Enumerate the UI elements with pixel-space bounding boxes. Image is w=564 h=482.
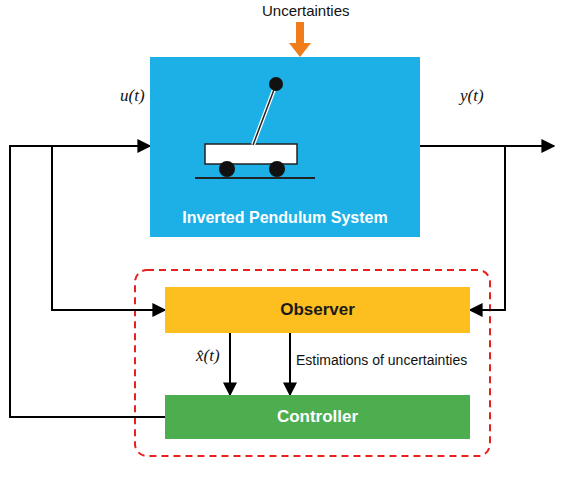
disturbance-label: Uncertainties — [262, 2, 350, 19]
controller-observer-group — [135, 270, 490, 456]
signal-arrow — [10, 146, 165, 417]
signal-name: u(t) — [120, 86, 145, 106]
signal-arrow — [289, 333, 291, 395]
signal-arrow — [420, 146, 505, 310]
plant-box: Inverted Pendulum System — [150, 57, 420, 237]
box-title: Observer — [280, 300, 355, 320]
signal-label: Estimations of uncertainties — [296, 352, 467, 368]
observer-box: Observer — [165, 287, 470, 333]
controller-box: Controller — [165, 395, 470, 439]
output-arrow — [505, 145, 554, 147]
box-title: Inverted Pendulum System — [182, 209, 387, 227]
disturbance-arrow — [289, 22, 311, 57]
box-title: Controller — [277, 407, 358, 427]
signal-name: y(t) — [460, 86, 484, 106]
pendulum-illustration — [150, 57, 420, 197]
signal-label: x̂(t) — [196, 346, 220, 366]
signal-arrow — [10, 146, 165, 417]
signal-arrow — [229, 333, 231, 395]
